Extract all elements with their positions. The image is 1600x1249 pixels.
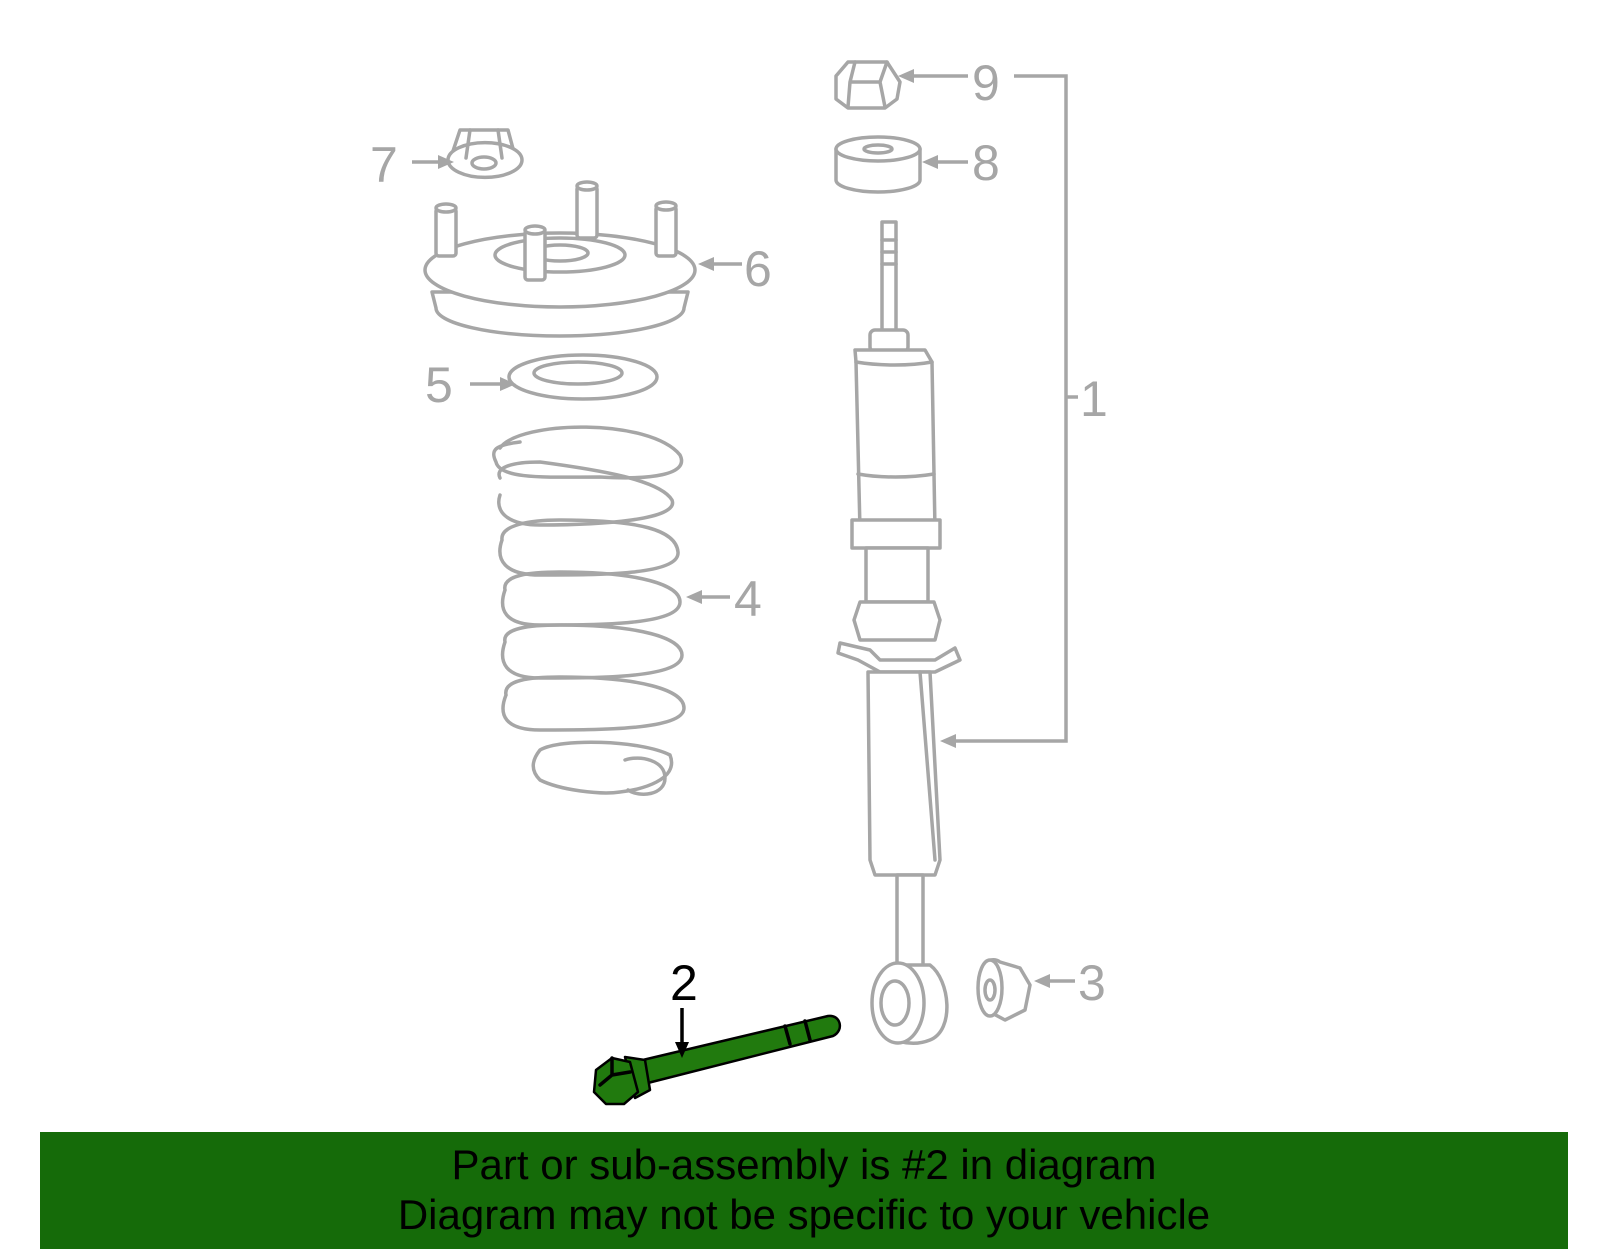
banner-line-1: Part or sub-assembly is #2 in diagram (451, 1141, 1157, 1188)
part-8-bushing[interactable] (834, 135, 922, 194)
leader-lines (412, 69, 1078, 1058)
info-banner: Part or sub-assembly is #2 in diagram Di… (40, 1132, 1568, 1249)
part-7-nut[interactable] (446, 128, 524, 180)
callouts: 9 8 7 6 5 4 1 3 2 (370, 55, 1108, 1011)
part-9-nut[interactable] (834, 60, 902, 110)
part-4-coil-spring[interactable] (491, 425, 686, 796)
callout-7[interactable]: 7 (370, 137, 398, 193)
callout-3[interactable]: 3 (1078, 955, 1106, 1011)
callout-9[interactable]: 9 (972, 55, 1000, 111)
part-1-shock-absorber[interactable] (836, 220, 962, 1045)
callout-4[interactable]: 4 (734, 571, 762, 627)
callout-5[interactable]: 5 (425, 357, 453, 413)
part-2-bolt-highlighted[interactable] (592, 1014, 842, 1106)
callout-8[interactable]: 8 (972, 135, 1000, 191)
callout-6[interactable]: 6 (744, 241, 772, 297)
part-3-nut[interactable] (976, 958, 1032, 1022)
part-6-upper-mount[interactable] (423, 180, 697, 338)
part-5-spring-seat[interactable] (507, 353, 659, 401)
callout-2[interactable]: 2 (670, 955, 698, 1011)
callout-1[interactable]: 1 (1080, 371, 1108, 427)
banner-line-2: Diagram may not be specific to your vehi… (397, 1191, 1211, 1238)
